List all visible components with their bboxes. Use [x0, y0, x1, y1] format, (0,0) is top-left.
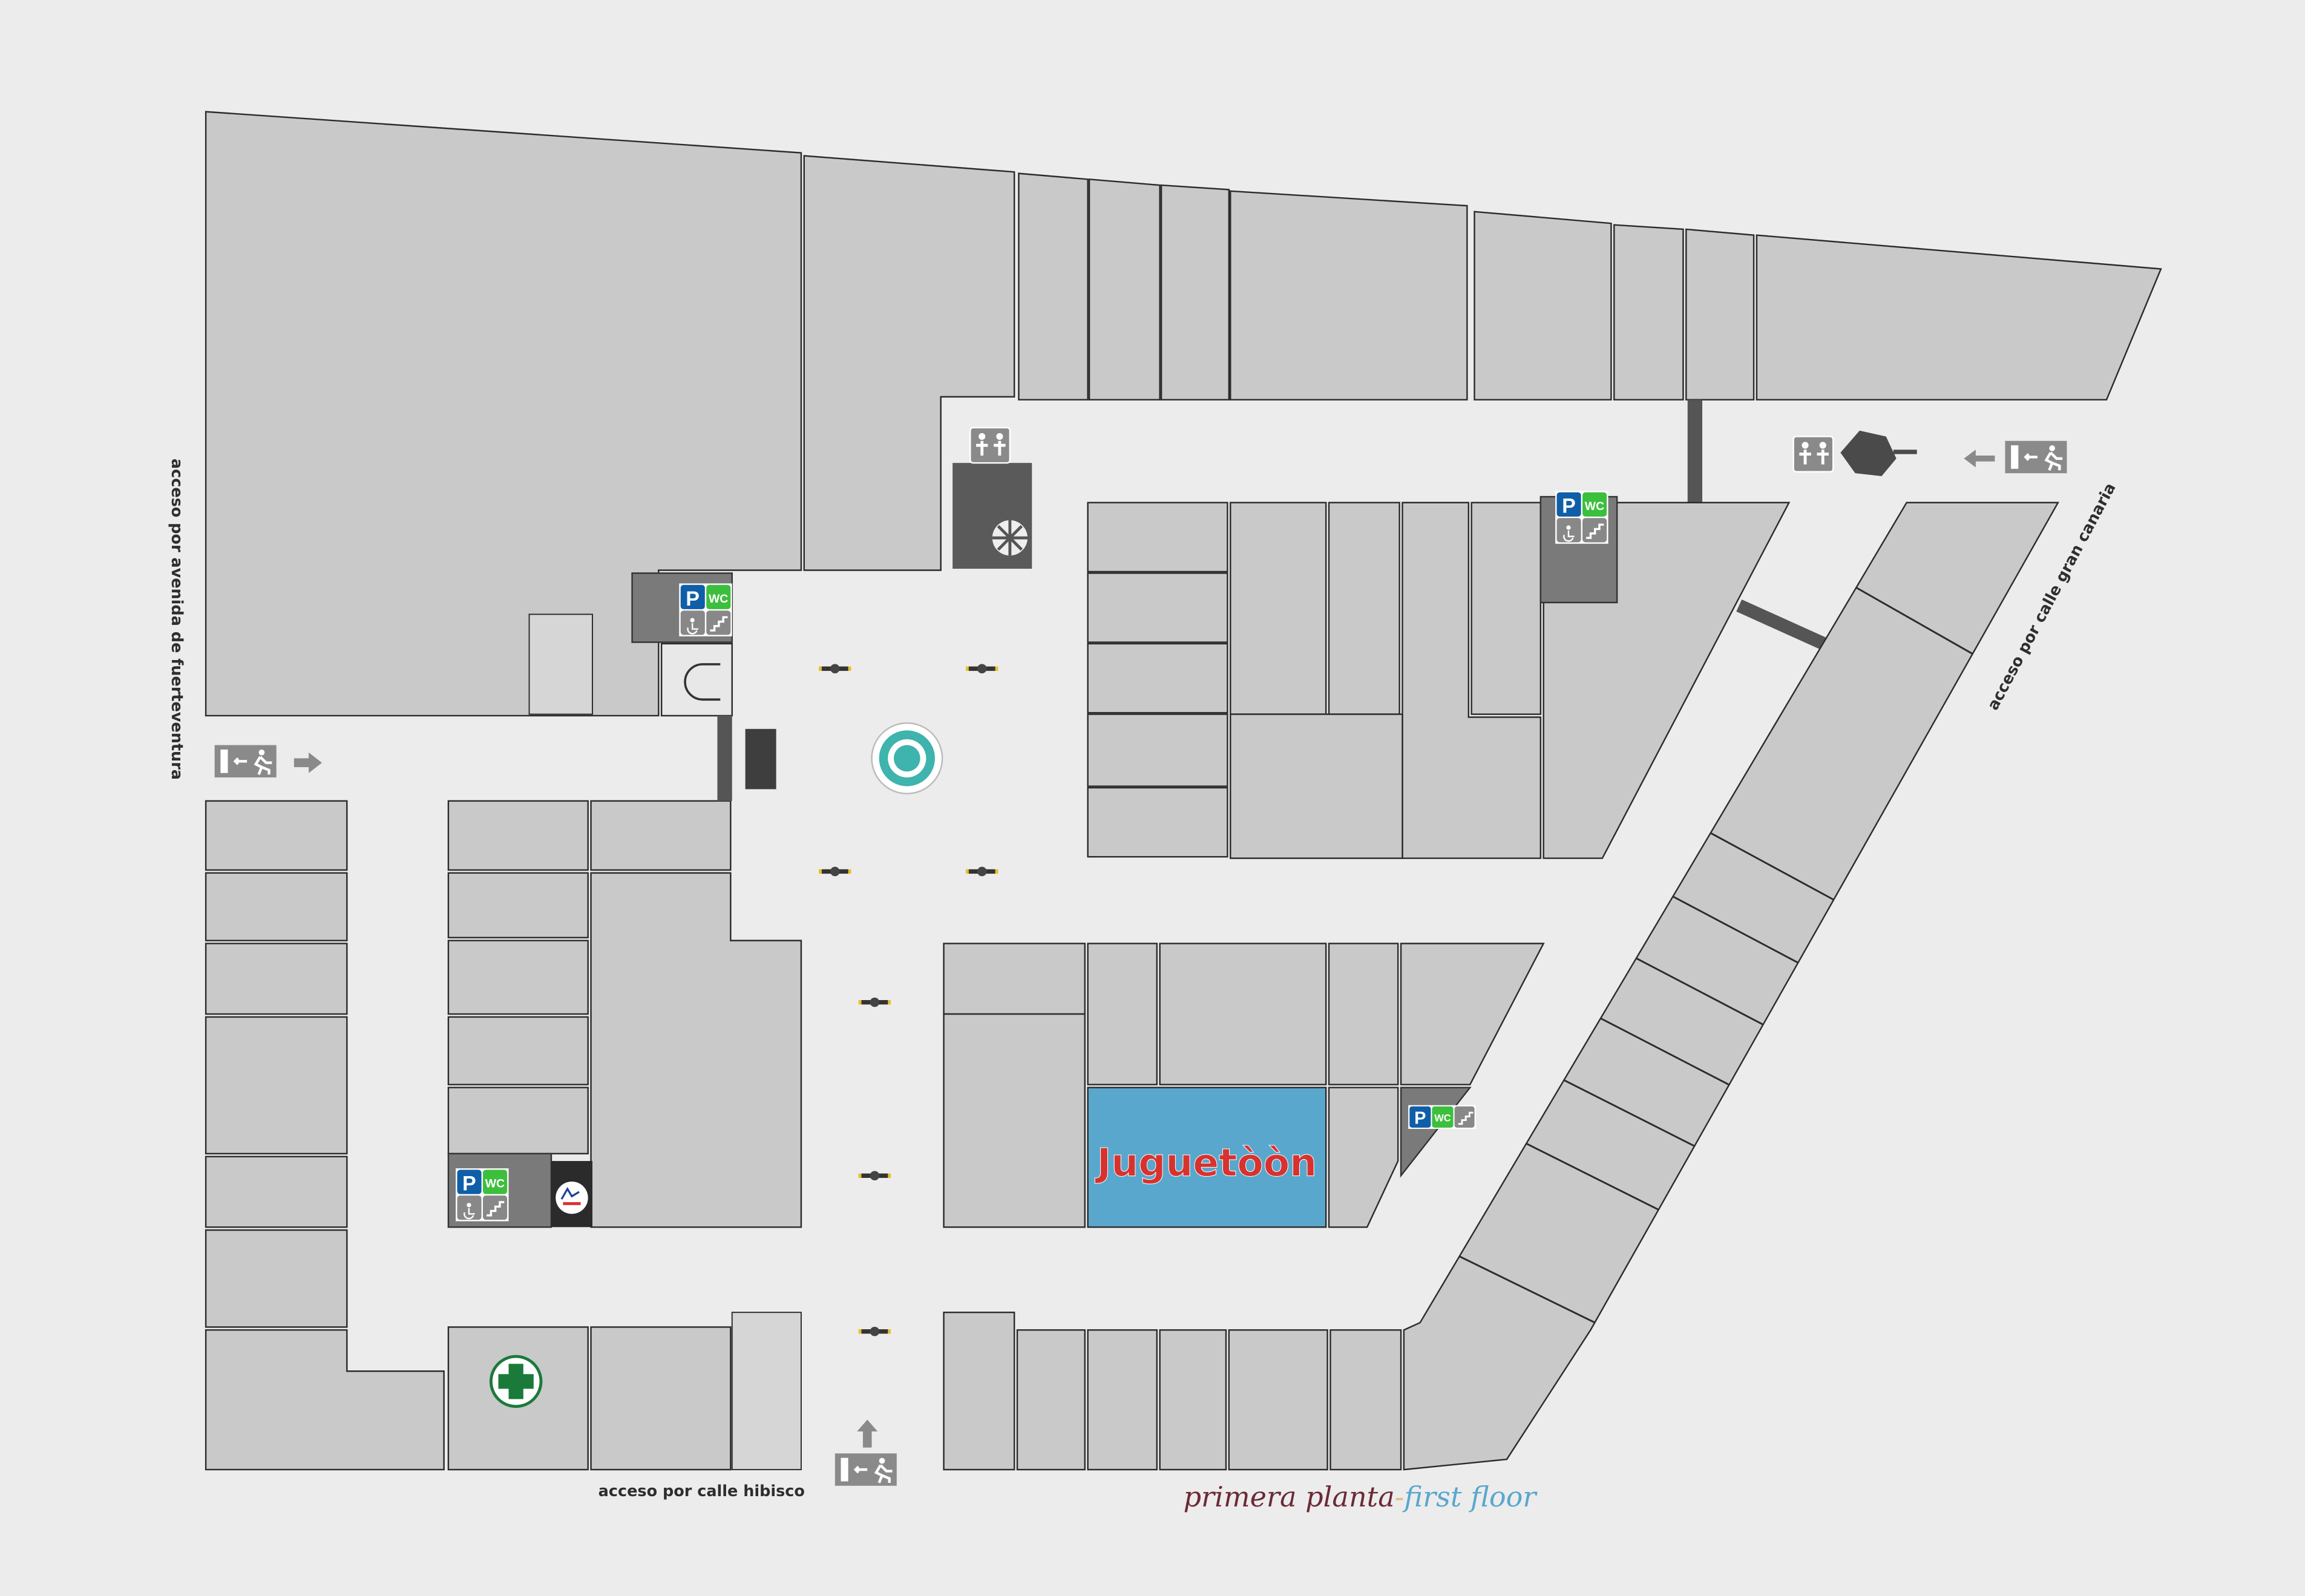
- store[interactable]: [943, 943, 1086, 1015]
- store[interactable]: [590, 800, 732, 871]
- floor-title: primera planta-first floor: [1184, 1480, 1538, 1513]
- store[interactable]: [205, 1229, 348, 1328]
- services-icon-group: [1554, 489, 1610, 545]
- pharmacy-cross-icon: [489, 1355, 543, 1408]
- arrow-left-icon: [1964, 450, 1995, 468]
- store[interactable]: [1087, 713, 1228, 787]
- exit-icon: [2005, 441, 2067, 473]
- south-west-stores: [447, 1312, 802, 1471]
- store[interactable]: [1228, 1329, 1328, 1471]
- kids-play-area: [952, 463, 1032, 569]
- floor-title-spanish: primera planta: [1184, 1480, 1395, 1513]
- store[interactable]: [205, 800, 348, 871]
- store[interactable]: [1230, 502, 1327, 715]
- store[interactable]: [1230, 713, 1403, 859]
- floor-title-english: first floor: [1402, 1480, 1538, 1513]
- store[interactable]: [1016, 1329, 1086, 1471]
- store[interactable]: [1087, 502, 1228, 573]
- store[interactable]: [1230, 190, 1468, 401]
- store[interactable]: [1685, 228, 1755, 401]
- north-row-stores: [1018, 172, 2162, 401]
- services-icon-group: P WC: [1408, 1105, 1476, 1129]
- store-anchor-northwest[interactable]: [205, 111, 802, 717]
- store[interactable]: [1328, 502, 1400, 715]
- store[interactable]: [803, 155, 1015, 571]
- corridor-bridge: [1736, 599, 1833, 653]
- services-icon-group: [454, 1167, 510, 1223]
- umbrella-icon: [992, 520, 1028, 556]
- floor-title-separator: -: [1395, 1480, 1405, 1513]
- store[interactable]: [447, 940, 589, 1015]
- west-center-stores: [447, 800, 802, 1228]
- store[interactable]: [1159, 943, 1327, 1085]
- umbrella-icon: [1840, 430, 1917, 477]
- svg-text:WC: WC: [1434, 1113, 1451, 1124]
- kids-area-icon: [969, 427, 1011, 464]
- store[interactable]: [1328, 943, 1399, 1085]
- store[interactable]: [205, 1156, 348, 1228]
- store[interactable]: [447, 1016, 589, 1085]
- store[interactable]: [1756, 234, 2162, 401]
- north-west-stores: [205, 111, 1015, 717]
- store[interactable]: [1088, 178, 1161, 401]
- escalator: [745, 728, 776, 790]
- arrow-up-icon: [857, 1419, 878, 1448]
- store[interactable]: [1474, 211, 1612, 401]
- store-strip[interactable]: [1403, 502, 2059, 1471]
- store[interactable]: [1087, 643, 1228, 714]
- fountain-icon: [871, 722, 943, 794]
- access-label-south: acceso por calle hibisco: [598, 1482, 805, 1500]
- store[interactable]: [447, 872, 589, 938]
- center-east-stores: [1087, 489, 1791, 859]
- store[interactable]: [1400, 943, 1545, 1085]
- store[interactable]: [447, 800, 589, 871]
- exit-icon: [835, 1453, 897, 1485]
- store[interactable]: [205, 872, 348, 941]
- exit-icon: [215, 745, 277, 777]
- store[interactable]: [1087, 572, 1228, 643]
- store[interactable]: [943, 1311, 1015, 1471]
- store[interactable]: [1328, 1087, 1399, 1228]
- store[interactable]: [1159, 1329, 1227, 1471]
- store[interactable]: [1087, 1329, 1158, 1471]
- elevator-shaft: [684, 663, 721, 701]
- store-entrance-area: [528, 613, 593, 715]
- store[interactable]: [590, 1326, 732, 1471]
- kids-area-icon: [1792, 436, 1834, 473]
- store[interactable]: [205, 1016, 348, 1155]
- visor-logo: [556, 1181, 588, 1214]
- store[interactable]: [205, 1329, 445, 1471]
- corridor-bridge: [717, 715, 732, 801]
- juguetoon-logo: Juguetòòn: [1095, 1140, 1317, 1185]
- center-south-stores: Juguetòòn P WC: [943, 943, 1545, 1228]
- east-diagonal-stores: [1403, 502, 2059, 1471]
- store[interactable]: [205, 943, 348, 1015]
- store[interactable]: [1087, 787, 1228, 858]
- store[interactable]: [1471, 502, 1542, 715]
- store[interactable]: [1330, 1329, 1402, 1471]
- west-stores: [205, 800, 445, 1471]
- store[interactable]: [1160, 184, 1230, 401]
- svg-text:P: P: [1414, 1109, 1426, 1128]
- store[interactable]: [731, 1312, 802, 1471]
- store[interactable]: [1613, 224, 1684, 401]
- access-label-west: acceso por avenida de fuerteventura: [168, 459, 186, 780]
- south-east-stores: [943, 1311, 1402, 1471]
- store[interactable]: [1087, 943, 1158, 1085]
- services-icon-group: [678, 582, 733, 638]
- arrow-right-icon: [293, 752, 322, 773]
- store[interactable]: [447, 1087, 589, 1155]
- elevator: [660, 643, 733, 717]
- store-juguetoon[interactable]: [1087, 1087, 1327, 1228]
- store[interactable]: [1018, 172, 1089, 401]
- store[interactable]: [943, 1013, 1086, 1228]
- corridor-bridge: [1687, 399, 1703, 503]
